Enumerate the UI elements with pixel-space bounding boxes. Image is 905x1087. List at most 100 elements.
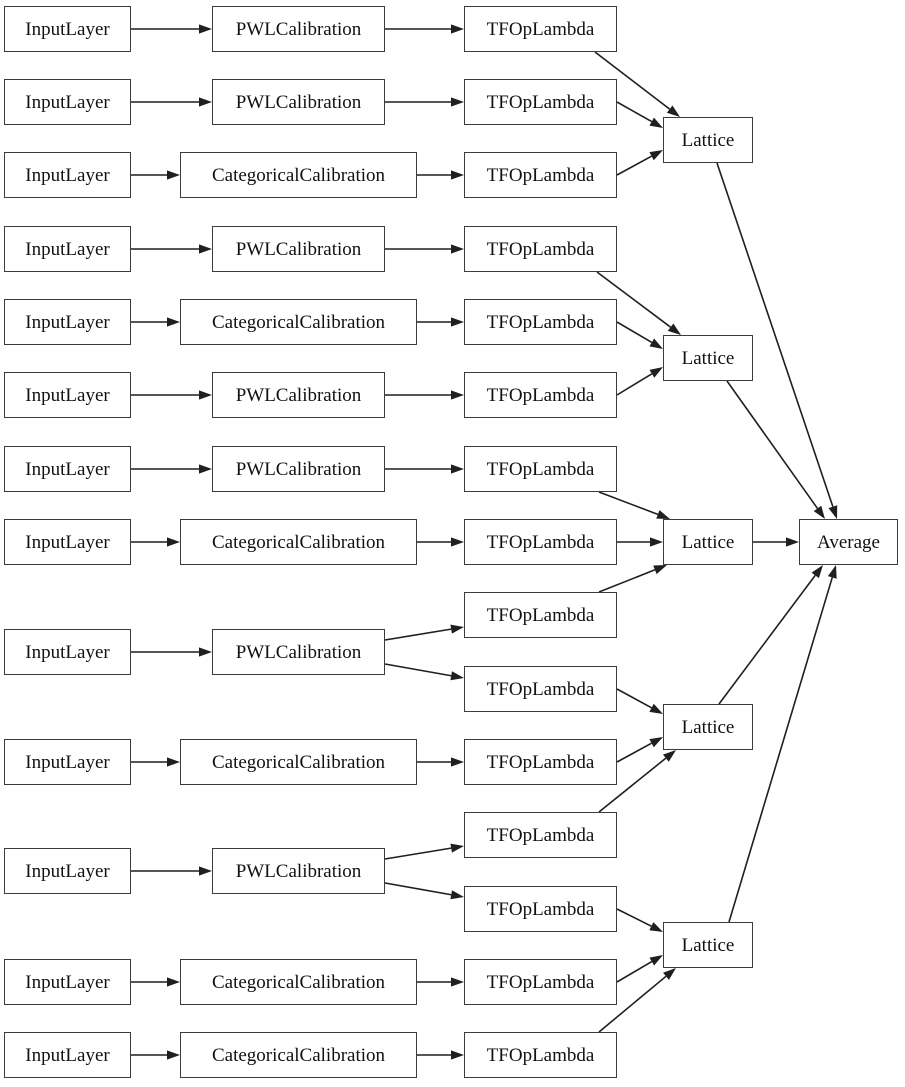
arrowhead-icon bbox=[450, 671, 464, 681]
edge-tf-op-lambda-15-to-lattice-5 bbox=[598, 968, 676, 1033]
tf-op-lambda-7: TFOpLambda bbox=[464, 446, 617, 492]
arrowhead-icon bbox=[450, 843, 464, 853]
arrowhead-icon bbox=[199, 390, 212, 400]
arrowhead-icon bbox=[199, 24, 212, 34]
categorical-calibration-13: CategoricalCalibration bbox=[180, 1032, 417, 1078]
tf-op-lambda-5: TFOpLambda bbox=[464, 299, 617, 345]
arrowhead-icon bbox=[649, 150, 663, 161]
tf-op-lambda-11: TFOpLambda bbox=[464, 739, 617, 785]
arrowhead-icon bbox=[451, 757, 464, 767]
edge-pwl-calibration-1-to-tf-op-lambda-1 bbox=[385, 24, 464, 34]
arrowhead-icon bbox=[450, 890, 464, 900]
edge-lattice-3-to-average bbox=[753, 537, 799, 547]
input-layer-7: InputLayer bbox=[4, 446, 131, 492]
input-layer-6: InputLayer bbox=[4, 372, 131, 418]
arrowhead-icon bbox=[649, 922, 663, 932]
tf-op-lambda-2: TFOpLambda bbox=[464, 79, 617, 125]
edge-tf-op-lambda-6-to-lattice-2 bbox=[616, 367, 663, 396]
tf-op-lambda-4: TFOpLambda bbox=[464, 226, 617, 272]
arrowhead-icon bbox=[451, 170, 464, 180]
pwl-calibration-11: PWLCalibration bbox=[212, 848, 385, 894]
arrowhead-icon bbox=[650, 537, 663, 547]
edge-tf-op-lambda-8-to-lattice-3 bbox=[617, 537, 663, 547]
edge-tf-op-lambda-9-to-lattice-3 bbox=[598, 565, 667, 593]
edge-tf-op-lambda-5-to-lattice-2 bbox=[616, 321, 663, 349]
arrowhead-icon bbox=[451, 1050, 464, 1060]
edge-pwl-calibration-11-to-tf-op-lambda-12 bbox=[384, 843, 464, 860]
arrowhead-icon bbox=[199, 866, 212, 876]
tf-op-lambda-8: TFOpLambda bbox=[464, 519, 617, 565]
arrowhead-icon bbox=[451, 244, 464, 254]
arrowhead-icon bbox=[649, 703, 663, 714]
arrowhead-icon bbox=[167, 977, 180, 987]
edge-pwl-calibration-11-to-tf-op-lambda-13 bbox=[384, 882, 464, 900]
arrowhead-icon bbox=[451, 24, 464, 34]
input-layer-12: InputLayer bbox=[4, 959, 131, 1005]
edge-tf-op-lambda-1-to-lattice-1 bbox=[594, 51, 680, 117]
edge-pwl-calibration-9-to-tf-op-lambda-9 bbox=[384, 624, 464, 641]
edge-pwl-calibration-2-to-tf-op-lambda-2 bbox=[385, 97, 464, 107]
lattice-3: Lattice bbox=[663, 519, 753, 565]
tf-op-lambda-13: TFOpLambda bbox=[464, 886, 617, 932]
tf-op-lambda-12: TFOpLambda bbox=[464, 812, 617, 858]
tf-op-lambda-10: TFOpLambda bbox=[464, 666, 617, 712]
edge-input-layer-9-to-pwl-calibration-9 bbox=[131, 647, 212, 657]
arrowhead-icon bbox=[663, 968, 676, 980]
edge-pwl-calibration-4-to-tf-op-lambda-4 bbox=[385, 244, 464, 254]
arrowhead-icon bbox=[662, 750, 676, 762]
edge-tf-op-lambda-12-to-lattice-4 bbox=[598, 750, 676, 813]
arrowhead-icon bbox=[649, 117, 663, 128]
lattice-5: Lattice bbox=[663, 922, 753, 968]
edge-tf-op-lambda-11-to-lattice-4 bbox=[616, 737, 663, 763]
categorical-calibration-8: CategoricalCalibration bbox=[180, 519, 417, 565]
tf-op-lambda-1: TFOpLambda bbox=[464, 6, 617, 52]
edge-input-layer-8-to-categorical-calibration-8 bbox=[131, 537, 180, 547]
tf-op-lambda-6: TFOpLambda bbox=[464, 372, 617, 418]
input-layer-4: InputLayer bbox=[4, 226, 131, 272]
pwl-calibration-7: PWLCalibration bbox=[212, 446, 385, 492]
arrowhead-icon bbox=[199, 244, 212, 254]
categorical-calibration-3: CategoricalCalibration bbox=[180, 152, 417, 198]
arrowhead-icon bbox=[828, 505, 838, 519]
edge-input-layer-5-to-categorical-calibration-5 bbox=[131, 317, 180, 327]
edge-input-layer-7-to-pwl-calibration-7 bbox=[131, 464, 212, 474]
edge-categorical-calibration-3-to-tf-op-lambda-3 bbox=[417, 170, 464, 180]
pwl-calibration-9: PWLCalibration bbox=[212, 629, 385, 675]
arrowhead-icon bbox=[451, 390, 464, 400]
arrowhead-icon bbox=[167, 317, 180, 327]
lattice-1: Lattice bbox=[663, 117, 753, 163]
edge-input-layer-6-to-pwl-calibration-6 bbox=[131, 390, 212, 400]
input-layer-2: InputLayer bbox=[4, 79, 131, 125]
edge-tf-op-lambda-2-to-lattice-1 bbox=[616, 101, 663, 128]
arrowhead-icon bbox=[451, 317, 464, 327]
arrowhead-icon bbox=[813, 505, 825, 519]
input-layer-9: InputLayer bbox=[4, 629, 131, 675]
input-layer-1: InputLayer bbox=[4, 6, 131, 52]
pwl-calibration-1: PWLCalibration bbox=[212, 6, 385, 52]
tf-op-lambda-3: TFOpLambda bbox=[464, 152, 617, 198]
edge-tf-op-lambda-4-to-lattice-2 bbox=[596, 271, 681, 335]
edge-tf-op-lambda-13-to-lattice-5 bbox=[616, 908, 663, 932]
edge-input-layer-3-to-categorical-calibration-3 bbox=[131, 170, 180, 180]
input-layer-3: InputLayer bbox=[4, 152, 131, 198]
edge-lattice-1-to-average bbox=[716, 162, 838, 519]
arrowhead-icon bbox=[786, 537, 799, 547]
input-layer-13: InputLayer bbox=[4, 1032, 131, 1078]
edge-input-layer-10-to-categorical-calibration-10 bbox=[131, 757, 180, 767]
input-layer-5: InputLayer bbox=[4, 299, 131, 345]
pwl-calibration-2: PWLCalibration bbox=[212, 79, 385, 125]
edge-categorical-calibration-5-to-tf-op-lambda-5 bbox=[417, 317, 464, 327]
arrowhead-icon bbox=[653, 565, 667, 575]
input-layer-10: InputLayer bbox=[4, 739, 131, 785]
arrowhead-icon bbox=[167, 537, 180, 547]
arrowhead-icon bbox=[450, 624, 464, 634]
edge-pwl-calibration-9-to-tf-op-lambda-10 bbox=[384, 663, 464, 681]
arrowhead-icon bbox=[827, 565, 837, 579]
edge-categorical-calibration-8-to-tf-op-lambda-8 bbox=[417, 537, 464, 547]
edge-categorical-calibration-10-to-tf-op-lambda-11 bbox=[417, 757, 464, 767]
arrowhead-icon bbox=[451, 464, 464, 474]
arrowhead-icon bbox=[656, 510, 670, 519]
categorical-calibration-10: CategoricalCalibration bbox=[180, 739, 417, 785]
arrowhead-icon bbox=[199, 647, 212, 657]
